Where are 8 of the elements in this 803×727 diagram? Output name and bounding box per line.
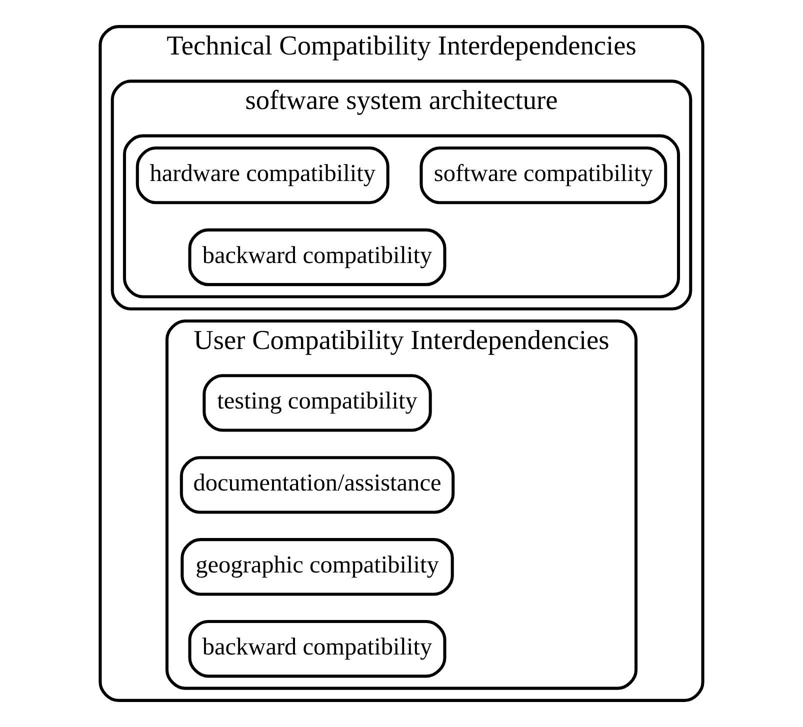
node-box: software compatibility bbox=[420, 146, 668, 204]
node-box: geographic compatibility bbox=[180, 538, 454, 596]
node-box: testing compatibility bbox=[202, 374, 432, 432]
node-box: documentation/assistance bbox=[180, 456, 455, 514]
cluster bbox=[122, 134, 680, 298]
node-box: backward compatibility bbox=[188, 620, 446, 678]
node-box: hardware compatibility bbox=[136, 146, 390, 204]
node-box: backward compatibility bbox=[188, 228, 446, 286]
